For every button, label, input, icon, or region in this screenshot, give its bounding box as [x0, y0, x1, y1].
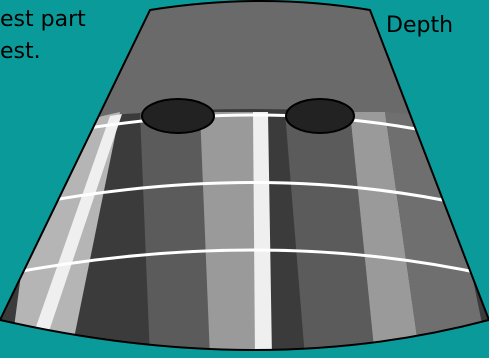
cyst-left [142, 99, 214, 133]
cyst-right [286, 99, 354, 133]
